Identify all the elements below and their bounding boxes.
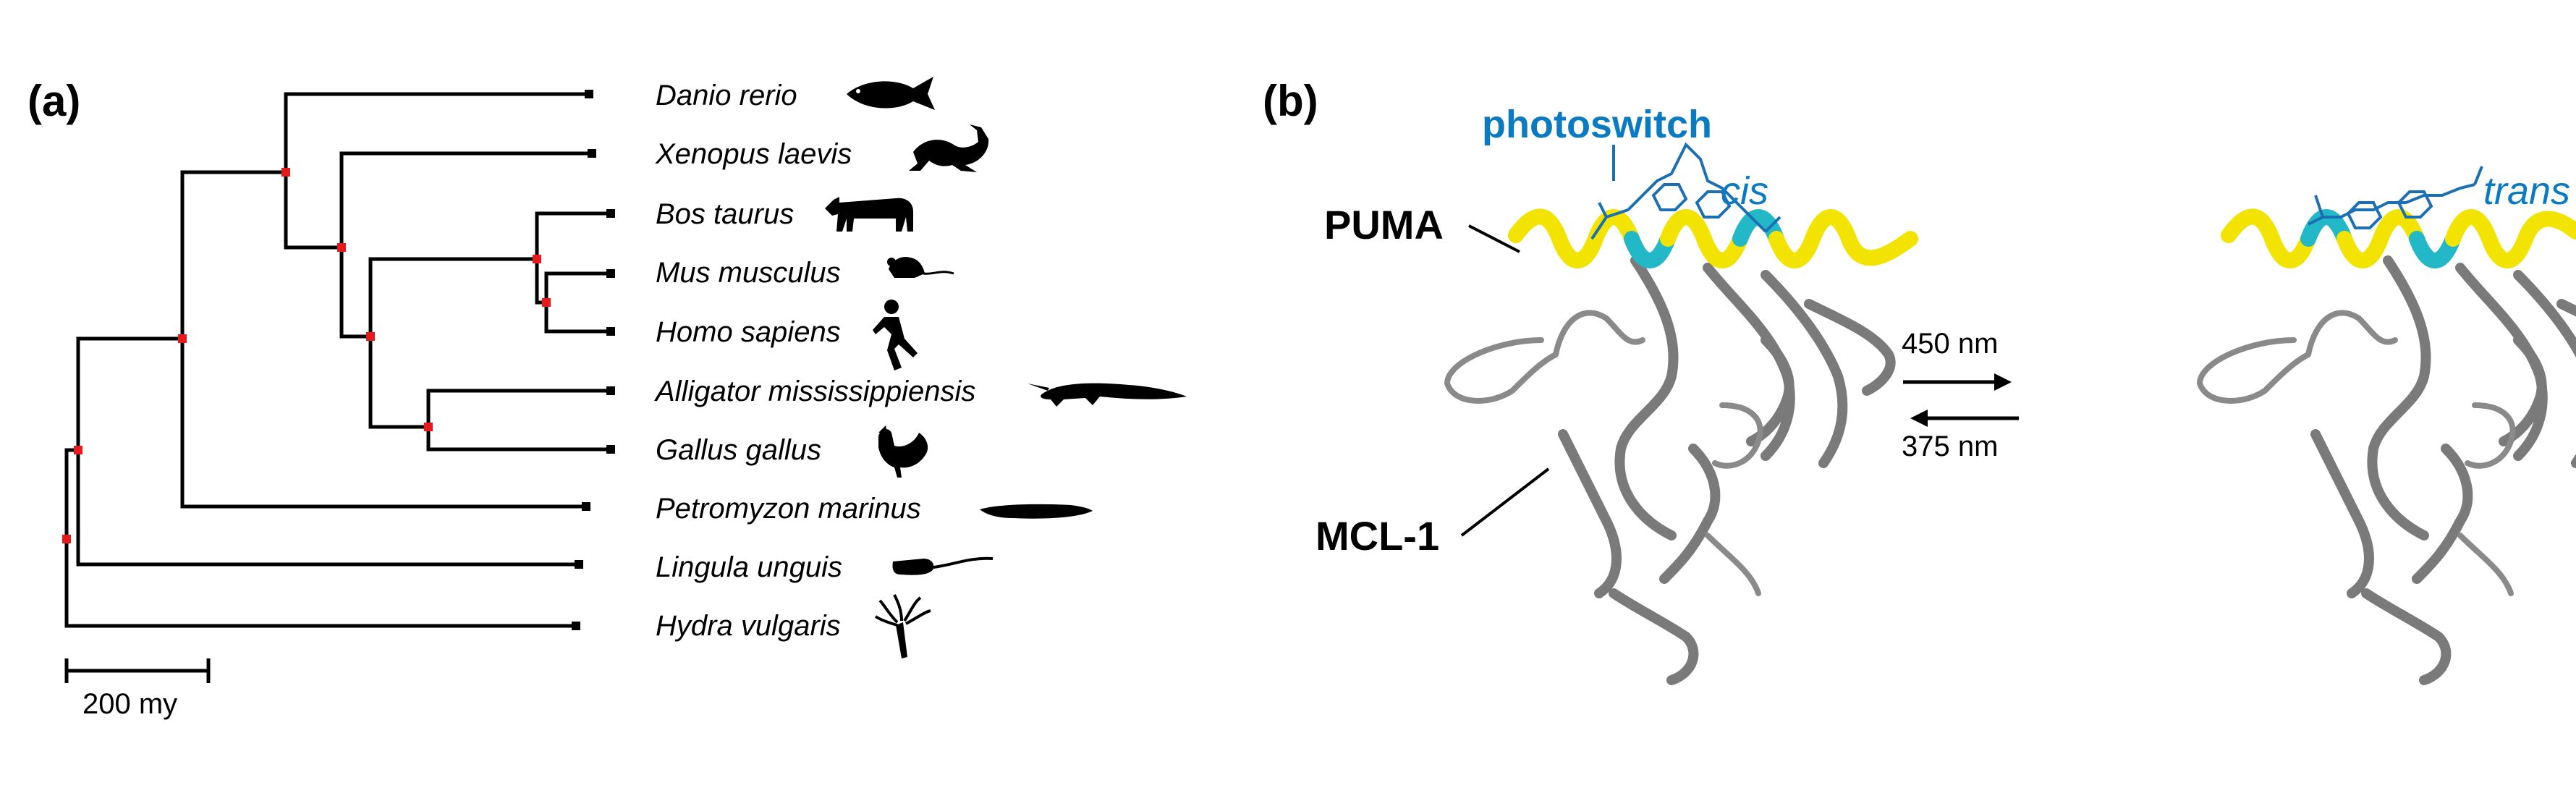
- hydra-silhouette: [874, 594, 931, 658]
- panel-a: (a): [27, 77, 1187, 720]
- rooster-silhouette: [878, 425, 928, 478]
- tip-marker: [585, 90, 593, 98]
- species-label: Xenopus laevis: [655, 138, 852, 170]
- human-runner-silhouette: [873, 300, 918, 370]
- scale-bar: 200 my: [64, 658, 211, 720]
- node-marker: [74, 446, 82, 454]
- reverse-arrowhead: [1910, 410, 1928, 427]
- species-label: Homo sapiens: [656, 316, 841, 348]
- scale-bar-label: 200 my: [82, 688, 177, 720]
- tip-marker: [588, 149, 596, 158]
- frog-silhouette: [909, 124, 989, 172]
- trans-label: trans: [2483, 169, 2570, 213]
- protein-structure-cis: photoswitch cis PUMA MCL-1: [1315, 103, 1918, 685]
- node-marker: [281, 168, 290, 177]
- node-marker: [424, 423, 433, 431]
- species-label: Danio rerio: [656, 80, 797, 111]
- tip-marker: [606, 386, 615, 395]
- lamprey-silhouette: [980, 504, 1093, 519]
- brachiopod-silhouette: [892, 556, 993, 575]
- species-label: Petromyzon marinus: [656, 493, 921, 525]
- species-label: Gallus gallus: [656, 434, 821, 466]
- node-marker: [542, 298, 551, 307]
- forward-arrowhead: [1994, 373, 2012, 391]
- tip-marker: [606, 327, 615, 336]
- species-label: Bos taurus: [656, 198, 794, 230]
- mcl1-ribbon: [1444, 255, 1896, 685]
- species-label: Lingula unguis: [656, 551, 842, 583]
- tip-marker: [606, 445, 615, 454]
- mcl1-label: MCL-1: [1315, 513, 1439, 559]
- tip-marker: [606, 269, 615, 278]
- species-silhouettes: [825, 77, 1187, 658]
- forward-wavelength: 450 nm: [1902, 328, 1998, 360]
- tip-marker: [575, 560, 583, 569]
- node-marker: [62, 535, 71, 543]
- puma-helix: [1508, 208, 1918, 268]
- reverse-wavelength: 375 nm: [1902, 431, 1998, 462]
- photoswitch-cis: [1590, 142, 1781, 240]
- puma-leader-line: [1468, 224, 1520, 253]
- cis-label: cis: [1721, 169, 1768, 213]
- phylogenetic-tree: [62, 90, 615, 630]
- mcl1-ribbon: [2196, 255, 2576, 685]
- photoswitch-label: photoswitch: [1482, 103, 1712, 146]
- mcl1-leader-line: [1460, 467, 1550, 537]
- species-label: Hydra vulgaris: [656, 610, 841, 642]
- species-labels: Danio rerio Xenopus laevis Bos taurus Mu…: [654, 80, 975, 642]
- panel-b: (b): [1263, 77, 2576, 685]
- tip-marker: [582, 502, 590, 511]
- node-marker: [178, 334, 187, 343]
- protein-structure-trans: trans: [2196, 166, 2576, 685]
- tip-marker: [606, 209, 615, 218]
- panel-a-label: (a): [27, 77, 80, 125]
- photoswitch-trans: [2308, 166, 2483, 229]
- cow-silhouette: [825, 197, 913, 232]
- tip-marker: [572, 622, 580, 630]
- fish-silhouette: [847, 77, 935, 110]
- puma-label: PUMA: [1324, 202, 1444, 247]
- node-marker: [533, 255, 541, 263]
- panel-b-label: (b): [1263, 77, 1318, 125]
- species-label: Alligator mississippiensis: [654, 376, 975, 407]
- alligator-silhouette: [1028, 383, 1187, 407]
- node-marker: [366, 332, 375, 341]
- mouse-silhouette: [887, 256, 954, 278]
- equilibrium-arrows: 450 nm 375 nm: [1902, 328, 2019, 462]
- node-marker: [337, 243, 346, 252]
- species-label: Mus musculus: [656, 257, 841, 289]
- puma-helix: [2221, 208, 2576, 268]
